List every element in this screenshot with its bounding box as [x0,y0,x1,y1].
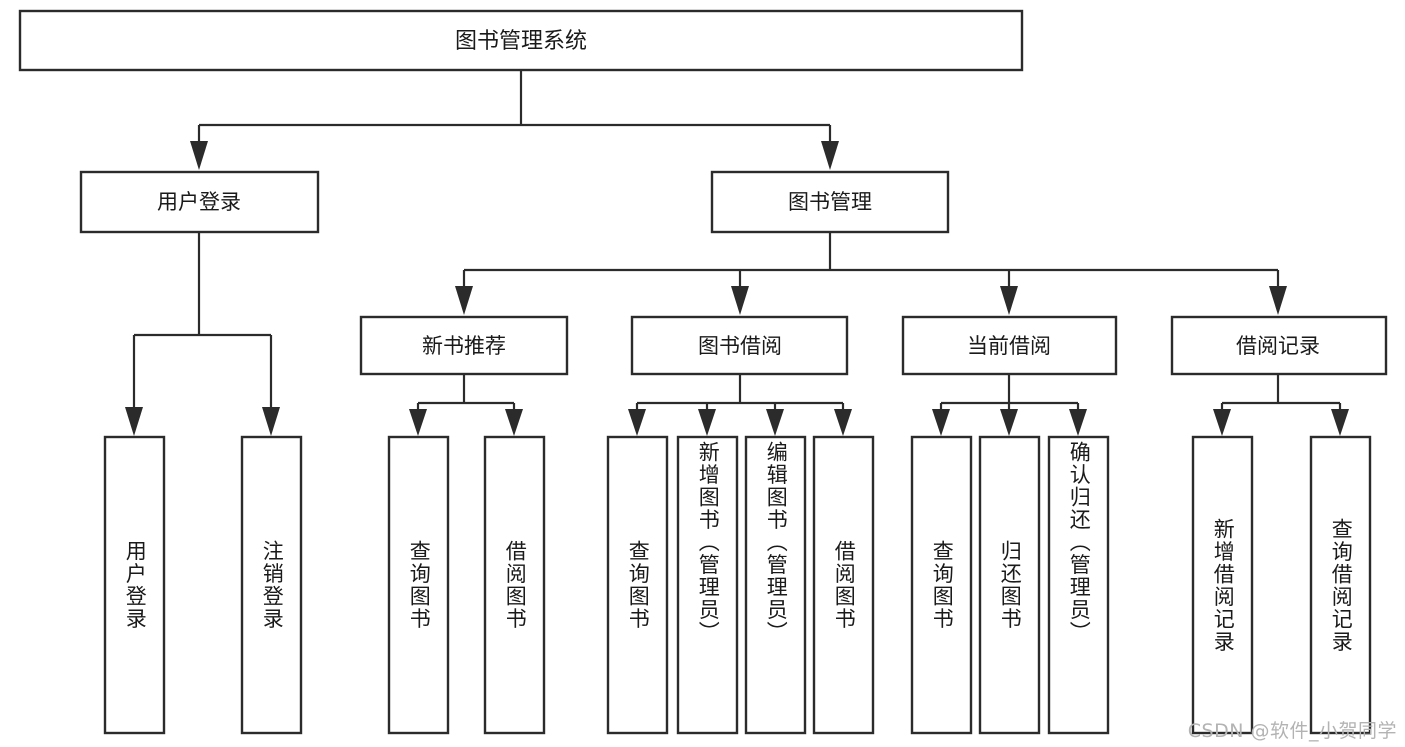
watermark-text: CSDN @软件_小贺同学 [1187,720,1397,742]
node-leaf-borrow-book-2-box[interactable] [812,435,875,735]
node-leaf-edit-book-box[interactable] [744,435,807,735]
node-leaf-query-record-box[interactable] [1309,435,1372,735]
node-borrow-record-label: 借阅记录 [1236,334,1320,358]
node-leaf-add-record-box[interactable] [1191,435,1254,735]
arrow-to-leaf-query-book-2 [628,409,646,436]
node-leaf-query-book-1-box[interactable] [387,435,450,735]
node-root[interactable]: 图书管理系统 [18,9,1024,72]
node-new-book-recommend-label: 新书推荐 [422,334,506,358]
node-book-management[interactable]: 图书管理 [710,170,950,234]
arrow-to-current-borrow [1000,286,1018,315]
node-root-label: 图书管理系统 [455,29,587,54]
node-leaf-user-login-box[interactable] [103,435,166,735]
arrow-to-book-management [821,141,839,170]
node-book-management-label: 图书管理 [788,190,872,214]
arrow-to-new-book-recommend [455,286,473,315]
node-borrow-record[interactable]: 借阅记录 [1170,315,1388,376]
arrow-to-book-borrow [731,286,749,315]
node-user-login[interactable]: 用户登录 [79,170,320,234]
arrow-to-leaf-confirm-return [1069,409,1087,436]
arrow-to-leaf-user-login [125,407,143,436]
arrow-to-borrow-record [1269,286,1287,315]
node-root-box[interactable] [18,9,1024,72]
node-leaf-confirm-return-box[interactable] [1047,435,1110,735]
node-user-login-label: 用户登录 [157,190,241,214]
node-leaf-return-book-box[interactable] [978,435,1041,735]
arrow-to-leaf-edit-book [766,409,784,436]
node-leaf-borrow-book-1-box[interactable] [483,435,546,735]
node-book-borrow[interactable]: 图书借阅 [630,315,849,376]
arrow-to-leaf-query-record [1331,409,1349,436]
connector-layer [125,70,1349,436]
arrow-to-leaf-logout [262,407,280,436]
arrow-to-leaf-return-book [1000,409,1018,436]
node-borrow-record-box[interactable] [1170,315,1388,376]
arrow-to-leaf-query-book-1 [409,409,427,436]
arrow-to-leaf-add-record [1213,409,1231,436]
arrow-to-leaf-add-book [698,409,716,436]
node-layer: 图书管理系统 用户登录 图书管理 新书推荐 图书借阅 当前 [18,9,1388,735]
arrow-to-leaf-query-book-3 [932,409,950,436]
node-book-borrow-box[interactable] [630,315,849,376]
arrow-to-leaf-borrow-book-1 [505,409,523,436]
node-current-borrow[interactable]: 当前借阅 [901,315,1118,376]
node-book-management-box[interactable] [710,170,950,234]
node-current-borrow-box[interactable] [901,315,1118,376]
arrow-to-user-login [190,141,208,170]
node-new-book-recommend[interactable]: 新书推荐 [359,315,569,376]
arrow-to-leaf-borrow-book-2 [834,409,852,436]
node-new-book-recommend-box[interactable] [359,315,569,376]
node-current-borrow-label: 当前借阅 [967,334,1051,358]
node-leaf-add-book-box[interactable] [676,435,739,735]
node-user-login-box[interactable] [79,170,320,234]
node-book-borrow-label: 图书借阅 [698,334,782,358]
node-leaf-logout-box[interactable] [240,435,303,735]
node-leaf-query-book-3-box[interactable] [910,435,973,735]
node-leaf-query-book-2-box[interactable] [606,435,669,735]
